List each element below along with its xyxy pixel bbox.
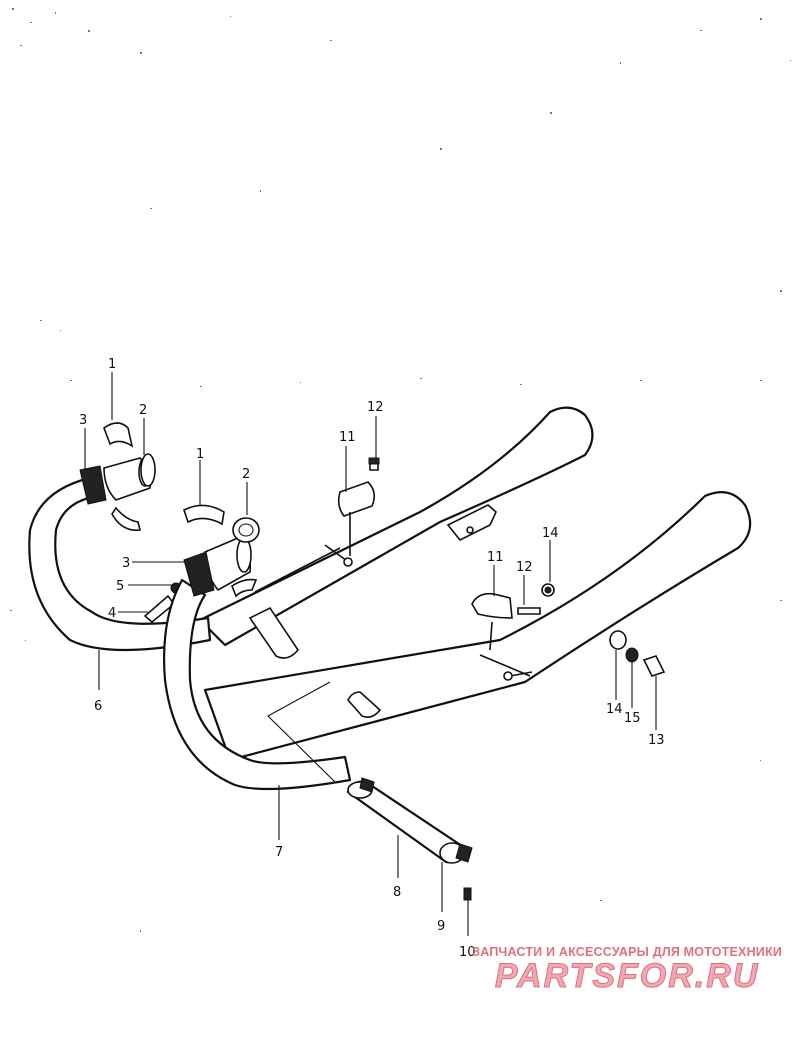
header-pipe-right <box>162 504 352 791</box>
callout-12: 12 <box>516 560 533 575</box>
callout-1: 1 <box>108 357 116 372</box>
watermark-logo: PARTSFOR.RU <box>494 957 760 996</box>
watermark: ЗАПЧАСТИ И АКСЕССУАРЫ ДЛЯ МОТОТЕХНИКИ PA… <box>472 945 782 996</box>
callout-8: 8 <box>393 885 401 900</box>
rear-exhaust-pipe <box>198 406 594 647</box>
header-pipe-left <box>28 422 299 659</box>
callout-15: 15 <box>624 711 641 726</box>
callout-13: 13 <box>648 733 665 748</box>
callout-3: 3 <box>79 413 87 428</box>
callout-7: 7 <box>275 845 283 860</box>
callout-numbers: 1 2 3 1 2 3 4 5 6 7 8 9 10 11 12 11 12 1… <box>79 357 665 960</box>
callout-1: 1 <box>196 447 204 462</box>
watermark-caption: ЗАПЧАСТИ И АКСЕССУАРЫ ДЛЯ МОТОТЕХНИКИ <box>472 945 782 959</box>
callout-6: 6 <box>94 699 102 714</box>
callout-3: 3 <box>122 556 130 571</box>
bracket-upper <box>337 457 380 567</box>
scan-noise <box>10 8 791 932</box>
callout-11: 11 <box>487 550 504 565</box>
front-exhaust-pipe <box>203 491 752 762</box>
callout-2: 2 <box>242 467 250 482</box>
callout-11: 11 <box>339 430 356 445</box>
callout-14: 14 <box>606 702 623 717</box>
leader-lines <box>84 372 657 936</box>
callout-12: 12 <box>367 400 384 415</box>
callout-14: 14 <box>542 526 559 541</box>
bolt-set <box>541 583 666 677</box>
callout-9: 9 <box>437 919 445 934</box>
callout-10: 10 <box>459 945 476 960</box>
connector-pipe <box>267 681 473 901</box>
callout-2: 2 <box>139 403 147 418</box>
callout-5: 5 <box>116 579 124 594</box>
bracket-lower <box>471 592 541 681</box>
callout-4: 4 <box>108 606 116 621</box>
